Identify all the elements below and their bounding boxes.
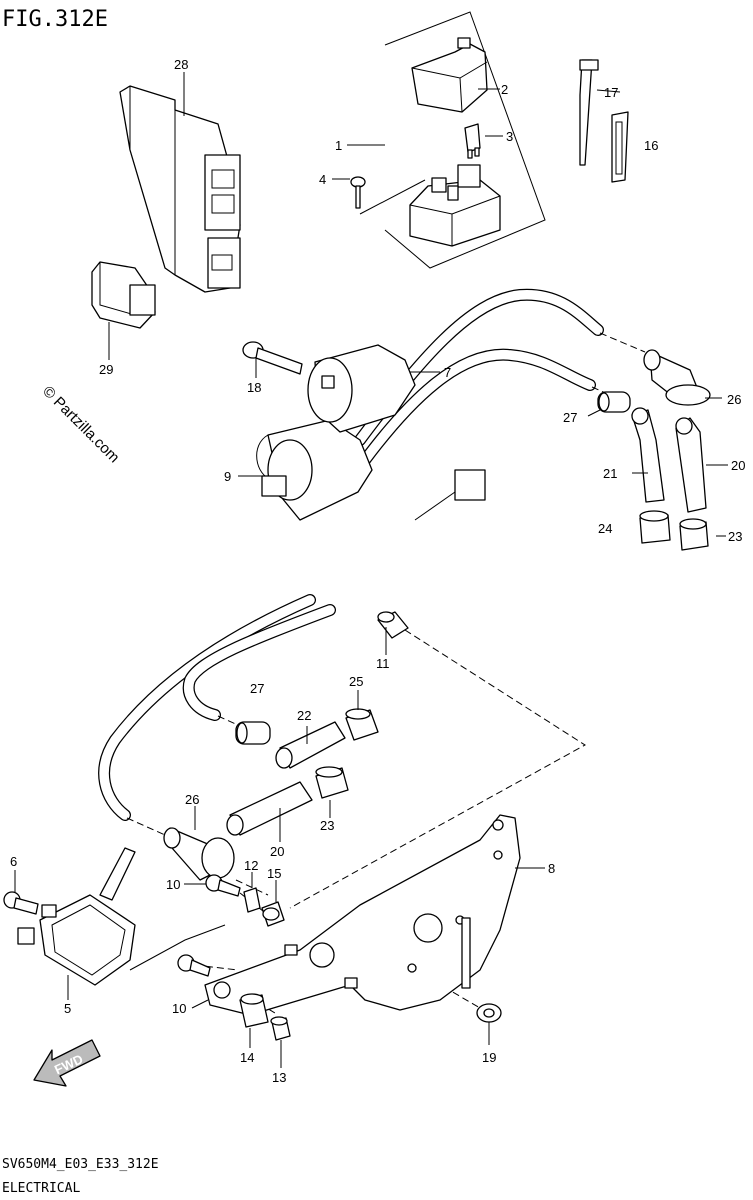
callout-27-lower: 27 (250, 681, 264, 696)
fwd-arrow: FWD (33, 1039, 101, 1087)
plug-cap-upper (643, 349, 711, 406)
watermark: © Partzilla.com (39, 383, 122, 466)
relay-assembly-outline (384, 11, 546, 269)
bushing-upper (597, 391, 631, 413)
callout-21: 21 (603, 466, 617, 481)
callout-3: 3 (506, 129, 513, 144)
callout-29: 29 (99, 362, 113, 377)
seal-25 (345, 708, 379, 741)
callout-24: 24 (598, 521, 612, 536)
callout-26-lower: 26 (185, 792, 199, 807)
seal-24 (639, 510, 671, 544)
grommet-14 (239, 993, 269, 1028)
fwd-label: FWD (52, 1051, 85, 1077)
coil-bolt (242, 341, 303, 375)
bolt-10-upper (205, 874, 241, 897)
cable-tie (579, 59, 599, 166)
callout-6: 6 (10, 854, 17, 869)
relay-cap (411, 37, 488, 113)
bolt-10-lower (177, 954, 211, 977)
callout-23-upper: 23 (728, 529, 742, 544)
plug-cap-lower (163, 827, 235, 881)
callout-28: 28 (174, 57, 188, 72)
callout-20-upper: 20 (731, 458, 745, 473)
callout-20-lower: 20 (270, 844, 284, 859)
callout-27-upper: 27 (563, 410, 577, 425)
callout-9: 9 (224, 469, 231, 484)
grommet-15 (261, 901, 285, 927)
tilt-sensor (17, 847, 136, 986)
figure-title: FIG.312E (2, 7, 108, 32)
callout-26-upper: 26 (727, 392, 741, 407)
ecm (119, 85, 241, 293)
ignition-coil-lower (307, 344, 486, 521)
callout-17: 17 (604, 85, 618, 100)
leader-lines (14, 72, 728, 1068)
plug-cap-21 (631, 407, 665, 503)
figure-code: SV650M4_E03_E33_312E (2, 1157, 159, 1172)
plug-cap-22 (275, 721, 346, 769)
plug-cap-20 (675, 417, 707, 513)
lower-ignition-cables (98, 594, 336, 836)
figure-caption: ELECTRICAL (2, 1181, 80, 1196)
callout-18: 18 (247, 380, 261, 395)
small-relay (91, 261, 156, 329)
bushing-lower (235, 721, 271, 745)
callout-25: 25 (349, 674, 363, 689)
callout-14: 14 (240, 1050, 254, 1065)
callout-23-lower: 23 (320, 818, 334, 833)
fuse (464, 123, 481, 159)
callout-1: 1 (335, 138, 342, 153)
callout-10-lower: 10 (172, 1001, 186, 1016)
nut-19 (476, 1003, 502, 1023)
seal-23-lower (315, 766, 349, 799)
plug-cap-20-lower (226, 781, 313, 836)
callout-7: 7 (444, 365, 451, 380)
callout-11: 11 (376, 656, 390, 671)
mounting-bracket (204, 814, 521, 1016)
callout-19: 19 (482, 1050, 496, 1065)
relay-screw (350, 176, 426, 215)
cable-clamp (611, 111, 629, 183)
callout-5: 5 (64, 1001, 71, 1016)
callout-4: 4 (319, 172, 326, 187)
spacer-12 (243, 887, 261, 913)
coil-collar (377, 611, 409, 639)
callouts: 1 2 3 4 5 6 7 8 9 10 10 11 12 13 14 15 1… (10, 57, 745, 1085)
callout-22: 22 (297, 708, 311, 723)
callout-12: 12 (244, 858, 258, 873)
bolt-6 (3, 891, 39, 915)
callout-16: 16 (644, 138, 658, 153)
starter-relay (409, 164, 501, 247)
callout-10-upper: 10 (166, 877, 180, 892)
seal-23-upper (679, 518, 709, 551)
callout-8: 8 (548, 861, 555, 876)
callout-15: 15 (267, 866, 281, 881)
collar-13 (270, 1016, 291, 1041)
callout-2: 2 (501, 82, 508, 97)
callout-13: 13 (272, 1070, 286, 1085)
